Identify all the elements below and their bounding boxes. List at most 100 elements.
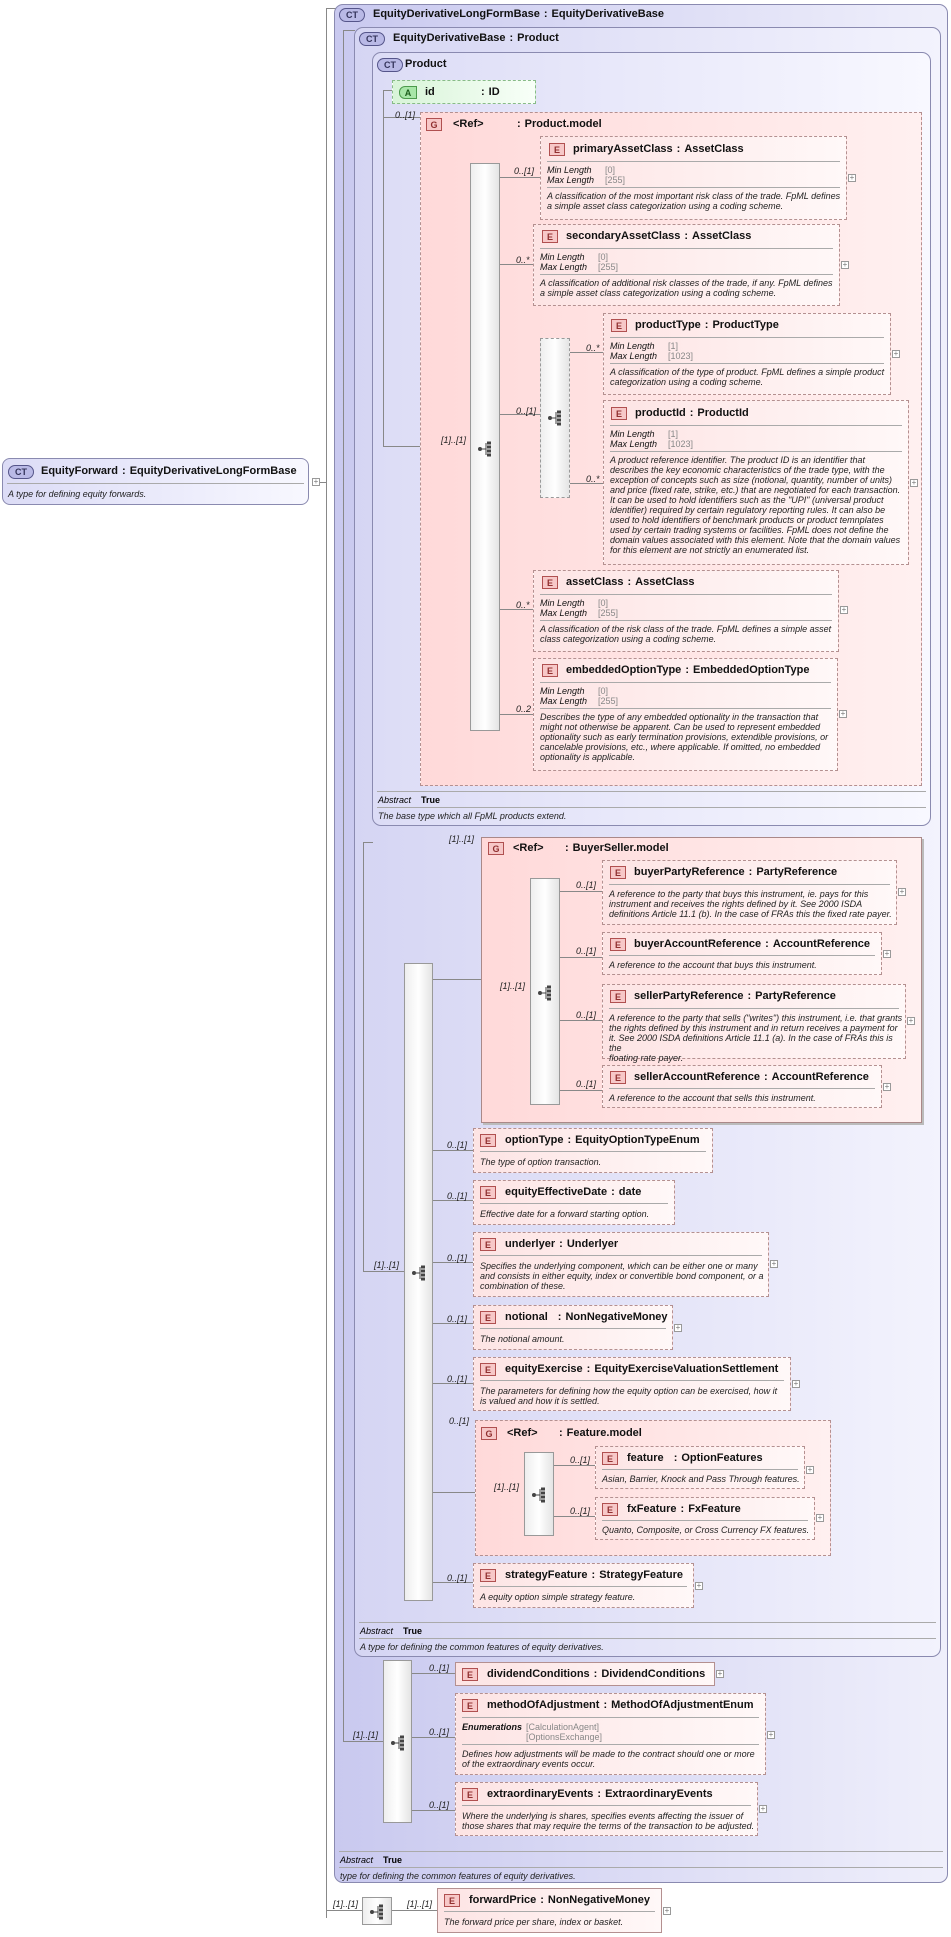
element-option-type[interactable]: E optionType:EquityOptionTypeEnum The ty…: [473, 1128, 713, 1173]
element-icon: E: [480, 1186, 496, 1199]
expand-icon[interactable]: +: [767, 1730, 775, 1739]
element-equity-effective-date[interactable]: E equityEffectiveDate:date Effective dat…: [473, 1180, 675, 1225]
expand-icon[interactable]: +: [695, 1581, 703, 1590]
element-underlyer[interactable]: E underlyer:Underlyer Specifies the unde…: [473, 1232, 769, 1297]
buyer-seller-sequence[interactable]: [530, 878, 560, 1105]
expand-icon[interactable]: +: [892, 349, 900, 358]
expand-icon[interactable]: +: [816, 1513, 824, 1522]
forward-seq-card: [1]..[1]: [333, 1899, 359, 1909]
expand-icon[interactable]: +: [907, 1016, 915, 1025]
expand-icon[interactable]: +: [312, 477, 320, 486]
element-extraordinary-events[interactable]: E extraordinaryEvents:ExtraordinaryEvent…: [455, 1782, 758, 1836]
element-card: 0..[1]: [447, 1253, 468, 1263]
element-forward-price[interactable]: E forwardPrice:NonNegativeMoney The forw…: [437, 1888, 662, 1933]
element-seller-party-reference[interactable]: E sellerPartyReference:PartyReference A …: [602, 984, 906, 1063]
element-icon: E: [480, 1238, 496, 1251]
element-icon: E: [549, 143, 565, 156]
product-title: Product: [405, 58, 447, 70]
element-icon: E: [610, 1071, 626, 1084]
element-card: [1]..[1]: [407, 1899, 433, 1909]
expand-icon[interactable]: +: [806, 1465, 814, 1474]
product-doc: The base type which all FpML products ex…: [378, 811, 567, 821]
expand-icon[interactable]: +: [770, 1259, 778, 1268]
element-icon: E: [480, 1569, 496, 1582]
feature-sequence[interactable]: [524, 1452, 554, 1536]
long-form-doc: type for defining the common features of…: [340, 1871, 576, 1881]
element-card: 0..*: [516, 600, 530, 610]
attribute-id[interactable]: A id:ID: [392, 80, 536, 104]
element-equity-exercise[interactable]: E equityExercise:EquityExerciseValuation…: [473, 1357, 791, 1411]
group-icon: G: [488, 842, 504, 855]
derivative-base-doc: A type for defining the common features …: [360, 1642, 604, 1652]
expand-icon[interactable]: +: [839, 709, 847, 718]
expand-icon[interactable]: +: [716, 1669, 724, 1678]
buyer-seller-title: <Ref>:BuyerSeller.model: [513, 842, 669, 854]
element-icon: E: [462, 1788, 478, 1801]
element-product-type[interactable]: E productType:ProductType Min Length[1] …: [603, 313, 891, 395]
element-buyer-account-reference[interactable]: E buyerAccountReference:AccountReference…: [602, 932, 882, 975]
sequence-icon: [532, 1487, 545, 1503]
element-card: 0..[1]: [447, 1140, 468, 1150]
derivative-base-title: EquityDerivativeBase:Product: [393, 32, 559, 44]
complex-type-icon: CT: [377, 58, 403, 72]
attribute-id-label: id:ID: [425, 86, 500, 98]
expand-icon[interactable]: +: [910, 478, 918, 487]
product-model-sequence[interactable]: [470, 163, 500, 731]
long-seq-card: [1]..[1]: [353, 1730, 379, 1740]
feature-model-title: <Ref>:Feature.model: [507, 1427, 642, 1439]
long-form-sequence[interactable]: [383, 1660, 412, 1823]
element-seller-account-reference[interactable]: E sellerAccountReference:AccountReferenc…: [602, 1065, 882, 1108]
element-icon: E: [602, 1452, 618, 1465]
element-icon: E: [610, 866, 626, 879]
inner-sequence[interactable]: [540, 338, 570, 498]
expand-icon[interactable]: +: [883, 949, 891, 958]
element-card: 0..*: [586, 343, 600, 353]
element-icon: E: [611, 319, 627, 332]
element-dividend-conditions[interactable]: E dividendConditions:DividendConditions: [455, 1662, 715, 1686]
expand-icon[interactable]: +: [759, 1804, 767, 1813]
element-card: 0..*: [586, 474, 600, 484]
group-icon: G: [426, 118, 442, 131]
element-product-id[interactable]: E productId:ProductId Min Length[1] Max …: [603, 400, 909, 565]
feature-group-card: 0..[1]: [449, 1416, 470, 1426]
element-primary-asset-class[interactable]: E primaryAssetClass:AssetClass Min Lengt…: [540, 136, 847, 220]
sequence-icon: [412, 1265, 425, 1281]
element-feature[interactable]: E feature:OptionFeatures Asian, Barrier,…: [595, 1446, 805, 1489]
element-card: 0..[1]: [576, 946, 597, 956]
derivative-sequence[interactable]: [404, 963, 433, 1601]
element-icon: E: [480, 1311, 496, 1324]
expand-icon[interactable]: +: [898, 887, 906, 896]
element-notional[interactable]: E notional:NonNegativeMoney The notional…: [473, 1305, 673, 1350]
element-card: 0..[1]: [576, 1010, 597, 1020]
complex-type-icon: CT: [8, 465, 34, 479]
expand-icon[interactable]: +: [792, 1379, 800, 1388]
element-secondary-asset-class[interactable]: E secondaryAssetClass:AssetClass Min Len…: [533, 224, 840, 306]
forward-sequence[interactable]: [362, 1897, 392, 1925]
element-embedded-option-type[interactable]: E embeddedOptionType:EmbeddedOptionType …: [533, 658, 838, 771]
expand-icon[interactable]: +: [840, 605, 848, 614]
expand-icon[interactable]: +: [848, 173, 856, 182]
product-seq-card: [1]..[1]: [441, 435, 467, 445]
element-icon: E: [480, 1134, 496, 1147]
expand-icon[interactable]: +: [674, 1323, 682, 1332]
element-strategy-feature[interactable]: E strategyFeature:StrategyFeature A equi…: [473, 1563, 694, 1608]
expand-icon[interactable]: +: [663, 1906, 671, 1915]
element-asset-class[interactable]: E assetClass:AssetClass Min Length[0] Ma…: [533, 570, 839, 652]
element-fx-feature[interactable]: E fxFeature:FxFeature Quanto, Composite,…: [595, 1497, 815, 1540]
root-type-base: EquityDerivativeLongFormBase: [129, 465, 297, 477]
element-card: 0..[1]: [514, 166, 535, 176]
element-card: 0..[1]: [447, 1573, 468, 1583]
expand-icon[interactable]: +: [841, 260, 849, 269]
long-form-title: EquityDerivativeLongFormBase:EquityDeriv…: [373, 8, 665, 20]
element-icon: E: [462, 1699, 478, 1712]
element-icon: E: [480, 1363, 496, 1376]
element-method-of-adjustment[interactable]: E methodOfAdjustment:MethodOfAdjustmentE…: [455, 1693, 766, 1775]
expand-icon[interactable]: +: [883, 1082, 891, 1091]
element-icon: E: [542, 576, 558, 589]
element-buyer-party-reference[interactable]: E buyerPartyReference:PartyReference A r…: [602, 860, 897, 925]
element-icon: E: [542, 230, 558, 243]
element-icon: E: [444, 1894, 460, 1907]
root-type-title: EquityForward:EquityDerivativeLongFormBa…: [41, 465, 297, 477]
